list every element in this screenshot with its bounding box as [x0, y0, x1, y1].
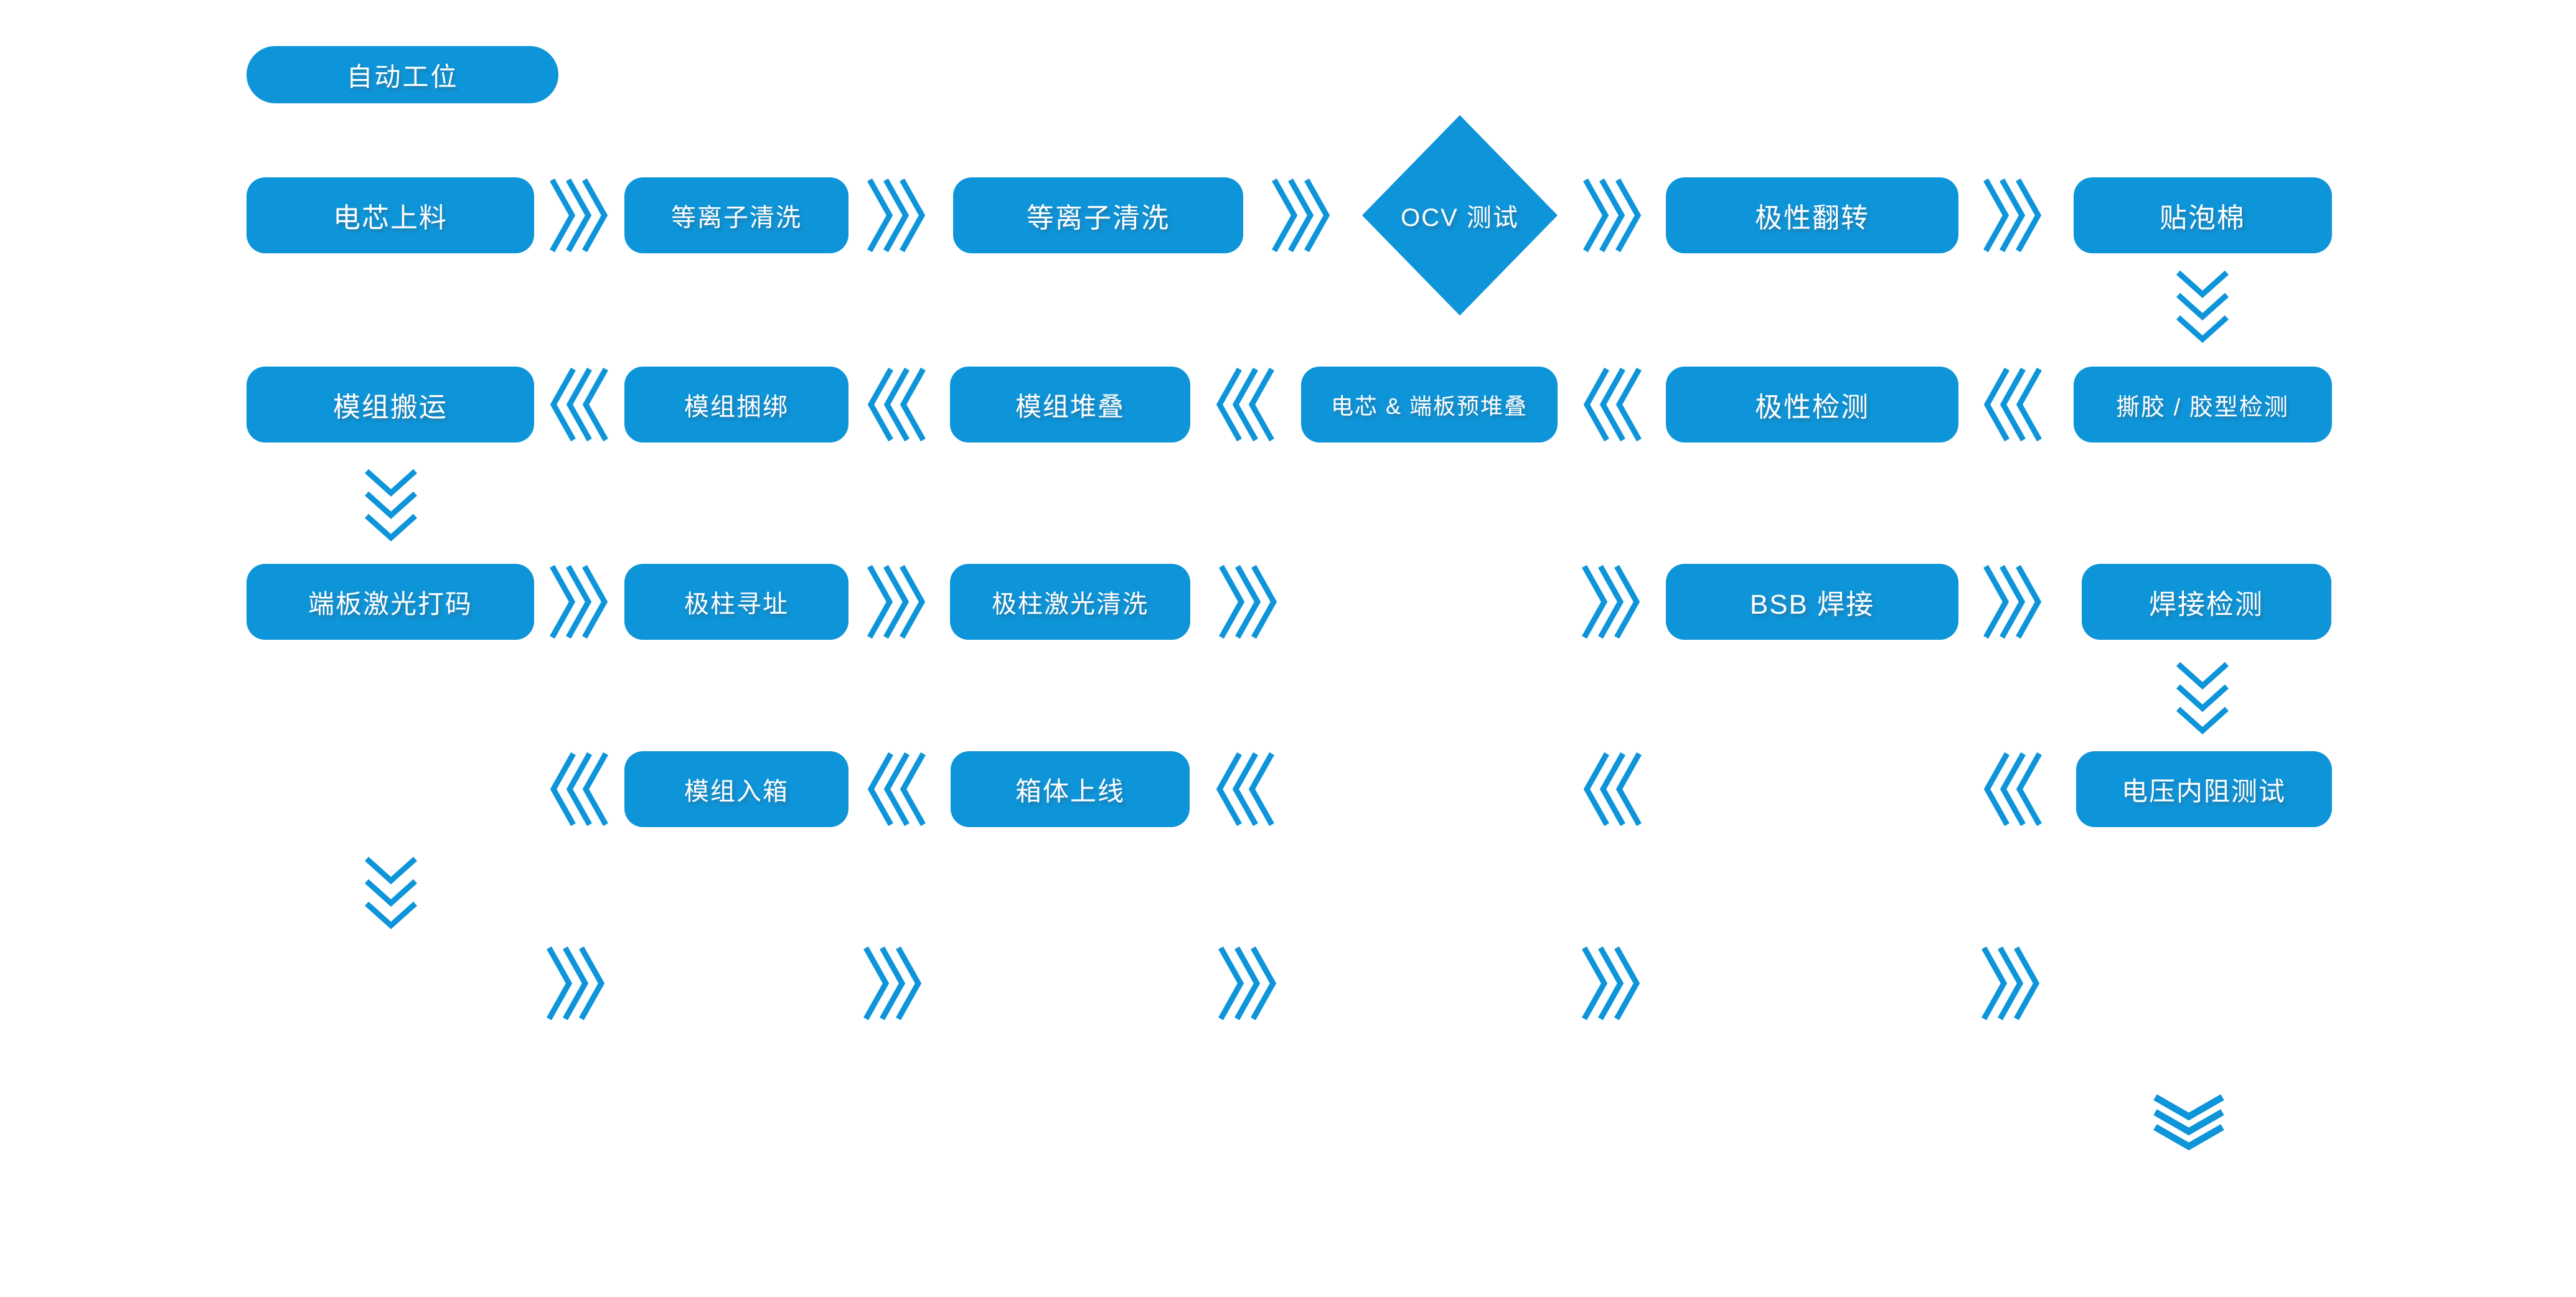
process-node-module-into-box: 模组入箱: [624, 751, 848, 827]
process-node-label: 撕胶 / 胶型检测: [2116, 394, 2289, 421]
process-node-foam-pasting: 贴泡棉: [2073, 177, 2332, 253]
flow-arrow-right-icon: [1271, 177, 1331, 254]
process-node-label: 贴泡棉: [2160, 203, 2245, 233]
process-node-module-stacking: 模组堆叠: [950, 367, 1190, 442]
process-node-label: 电压内阻测试: [2121, 776, 2286, 806]
process-node-label: BSB 焊接: [1749, 589, 1875, 620]
flow-arrow-right-icon: [867, 563, 926, 640]
process-node-label: 模组入箱: [684, 778, 789, 805]
flow-arrow-down-end-icon: [2152, 1094, 2226, 1154]
process-node-label: 电芯 & 端板预堆叠: [1330, 393, 1528, 419]
process-node-module-transfer: 模组搬运: [247, 367, 534, 442]
process-node-label: 模组捆绑: [684, 393, 789, 421]
flow-arrow-left-icon: [1215, 751, 1275, 828]
flow-arrow-right-icon: [546, 945, 606, 1022]
flow-arrow-down-icon: [364, 856, 418, 933]
flow-arrow-left-icon: [1215, 366, 1275, 443]
process-node-plasma-cleaning-1: 等离子清洗: [624, 177, 848, 253]
process-node-pole-addressing: 极柱寻址: [624, 564, 848, 640]
flow-arrow-left-icon: [867, 366, 926, 443]
process-node-box-loading: 箱体上线: [951, 751, 1190, 827]
flow-arrow-right-icon: [863, 945, 923, 1022]
process-node-label: 极性检测: [1755, 392, 1869, 423]
flow-arrow-left-icon: [549, 751, 609, 828]
flow-arrow-right-icon: [1582, 177, 1642, 254]
process-node-voltage-ir-test: 电压内阻测试: [2075, 751, 2332, 827]
flow-arrow-right-icon: [549, 563, 609, 640]
flow-arrow-right-icon: [1218, 945, 1277, 1022]
flow-arrow-left-icon: [867, 751, 926, 828]
process-node-label: 模组搬运: [333, 392, 448, 423]
flow-arrow-down-icon: [2175, 269, 2230, 347]
process-node-label: 等离子清洗: [671, 204, 802, 232]
process-node-label: 模组堆叠: [1015, 391, 1125, 421]
process-node-label: 电芯上料: [333, 203, 448, 233]
flow-arrow-right-icon: [1581, 945, 1641, 1022]
flow-arrow-right-icon: [1218, 563, 1278, 640]
flow-arrow-left-icon: [1983, 366, 2042, 443]
process-node-cell-endplate-prestacking: 电芯 & 端板预堆叠: [1301, 367, 1558, 442]
process-node-label: 焊接检测: [2149, 589, 2263, 620]
flow-arrow-right-icon: [1981, 945, 2041, 1022]
flow-arrow-right-icon: [1581, 563, 1641, 640]
flow-arrow-right-icon: [1983, 563, 2042, 640]
process-node-pole-laser-cleaning: 极柱激光清洗: [950, 564, 1190, 640]
process-node-endplate-laser-marking: 端板激光打码: [247, 564, 534, 640]
flow-arrow-down-icon: [364, 468, 418, 545]
flow-arrow-down-icon: [2175, 661, 2230, 738]
process-node-label: 极柱寻址: [684, 591, 789, 618]
flow-arrow-right-icon: [1983, 177, 2042, 254]
flow-arrow-left-icon: [1582, 751, 1642, 828]
process-node-polarity-inspection: 极性检测: [1666, 367, 1958, 442]
process-node-polarity-flip: 极性翻转: [1666, 177, 1958, 253]
process-node-bsb-welding: BSB 焊接: [1666, 564, 1958, 640]
process-node-label: 极柱激光清洗: [992, 591, 1149, 618]
process-node-welding-inspection: 焊接检测: [2081, 564, 2331, 640]
flow-arrow-left-icon: [549, 366, 609, 443]
process-node-label: OCV 测试: [1401, 204, 1519, 232]
flow-arrow-right-icon: [867, 177, 926, 254]
process-node-label: 等离子清洗: [1027, 203, 1170, 233]
flow-arrow-left-icon: [1983, 751, 2042, 828]
legend-badge-auto-station: 自动工位: [247, 46, 558, 103]
process-node-ocv-test: OCV 测试: [1362, 115, 1558, 316]
process-node-cell-loading: 电芯上料: [247, 177, 534, 253]
process-node-plasma-cleaning-2: 等离子清洗: [953, 177, 1243, 253]
flow-arrow-left-icon: [1582, 366, 1642, 443]
flow-arrow-right-icon: [549, 177, 609, 254]
process-node-label: 端板激光打码: [308, 589, 472, 619]
process-node-label: 箱体上线: [1015, 776, 1125, 806]
process-node-label: 极性翻转: [1755, 203, 1869, 233]
process-node-module-binding: 模组捆绑: [624, 367, 848, 442]
process-node-tape-peel-glue-inspection: 撕胶 / 胶型检测: [2073, 367, 2332, 442]
